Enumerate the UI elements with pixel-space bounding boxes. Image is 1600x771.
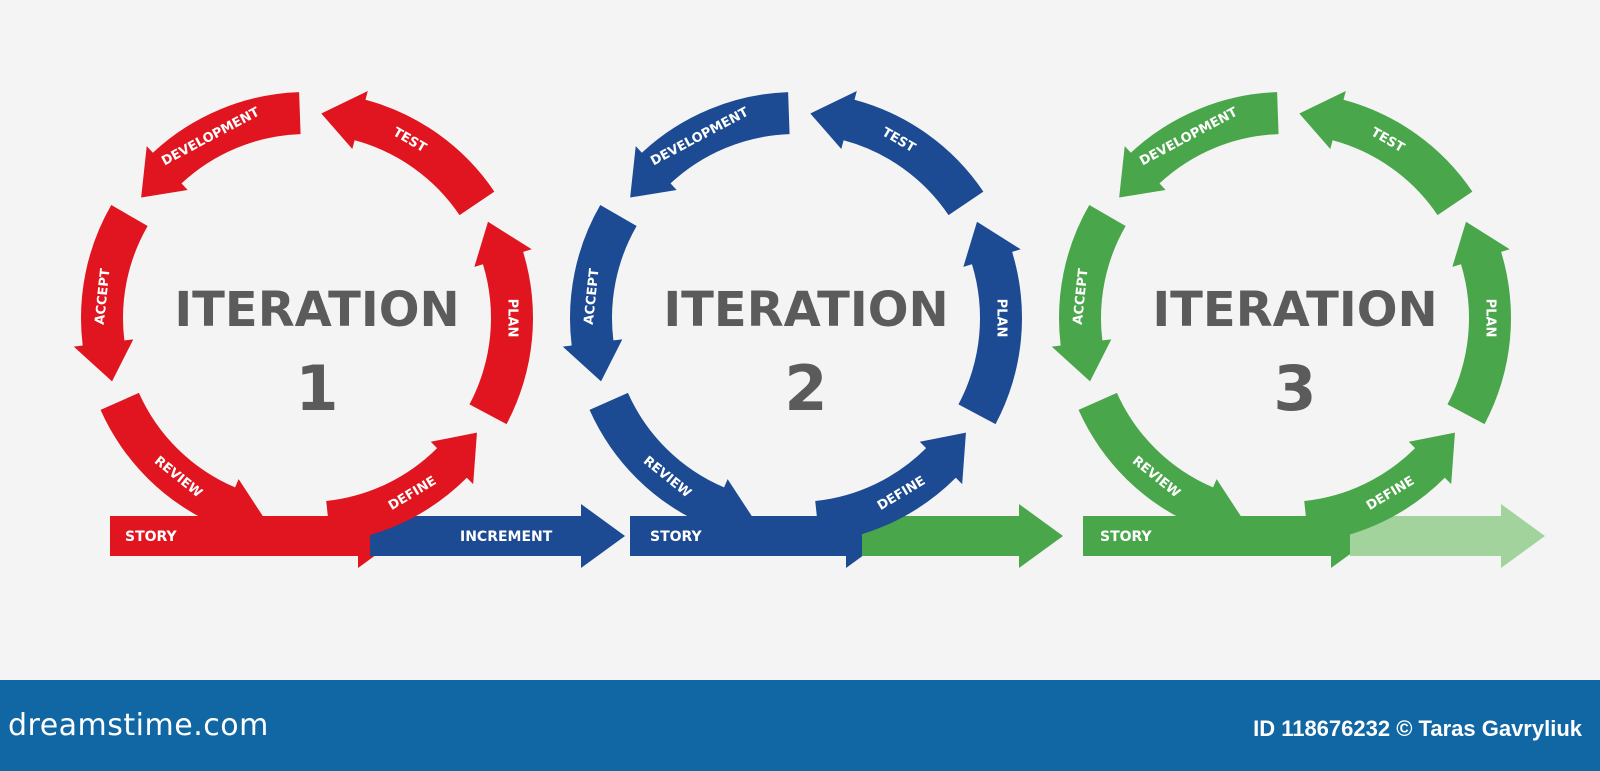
segment-test-arrow [810, 91, 984, 216]
segment-define-arrow [1304, 432, 1455, 543]
segment-plan-label: PLAN [1483, 299, 1498, 338]
segment-test-arrow [321, 91, 495, 216]
segment-plan-arrow [1447, 221, 1512, 425]
increment-arrow-3 [1350, 504, 1545, 568]
segment-plan-label: PLAN [505, 299, 520, 338]
segment-accept-arrow [1051, 205, 1126, 382]
story-bar-3-shape [1083, 504, 1375, 568]
story-bar-2-label: STORY [650, 529, 703, 545]
segment-accept-arrow [562, 205, 637, 382]
iteration-number: 3 [1273, 352, 1316, 425]
iteration-title: ITERATION [174, 282, 459, 338]
iteration-number: 1 [295, 352, 338, 425]
segment-review-arrow [589, 392, 754, 535]
segment-plan-arrow [469, 221, 533, 425]
iteration-title: ITERATION [663, 282, 948, 338]
footer-banner: dreamstime.com ID 118676232 © Taras Gavr… [0, 680, 1600, 771]
increment-arrow-label: INCREMENT [460, 529, 553, 545]
iteration-number: 2 [784, 352, 827, 425]
increment-arrow-shape [370, 504, 625, 568]
increment-arrow-2 [862, 504, 1063, 568]
story-bar-3-label: STORY [1100, 529, 1153, 545]
segment-accept-label: ACCEPT [1071, 268, 1092, 326]
increment-arrow-2-shape [862, 504, 1063, 568]
brand-logo-text[interactable]: dreamstime.com [8, 708, 269, 743]
increment-arrow-3-shape [1350, 504, 1545, 568]
segment-plan-label: PLAN [994, 299, 1009, 338]
iteration-title: ITERATION [1152, 282, 1437, 338]
segment-test-arrow [1299, 91, 1473, 216]
story-bar-3: STORY [1083, 504, 1375, 568]
increment-arrow: INCREMENT [370, 504, 625, 568]
story-bar-1-label: STORY [125, 529, 178, 545]
timeline-arrows: STORY INCREMENT STORY STORY [110, 504, 1545, 568]
segment-accept-label: ACCEPT [93, 268, 114, 326]
segment-review-arrow [1078, 392, 1243, 535]
segment-accept-arrow [73, 205, 148, 382]
segment-development-arrow [630, 92, 790, 198]
segment-plan-arrow [958, 221, 1023, 425]
segment-define-arrow [815, 432, 966, 543]
segment-development-arrow [1119, 92, 1279, 198]
iteration-cycle-diagram: STORY INCREMENT STORY STORY PLANTESTDEVELOP… [73, 91, 1545, 568]
segment-accept-label: ACCEPT [582, 268, 603, 326]
segment-review-arrow [100, 392, 265, 535]
image-credit: ID 118676232 © Taras Gavryliuk [1253, 716, 1582, 741]
segment-define-arrow [326, 432, 477, 543]
segment-development-arrow [141, 92, 301, 198]
